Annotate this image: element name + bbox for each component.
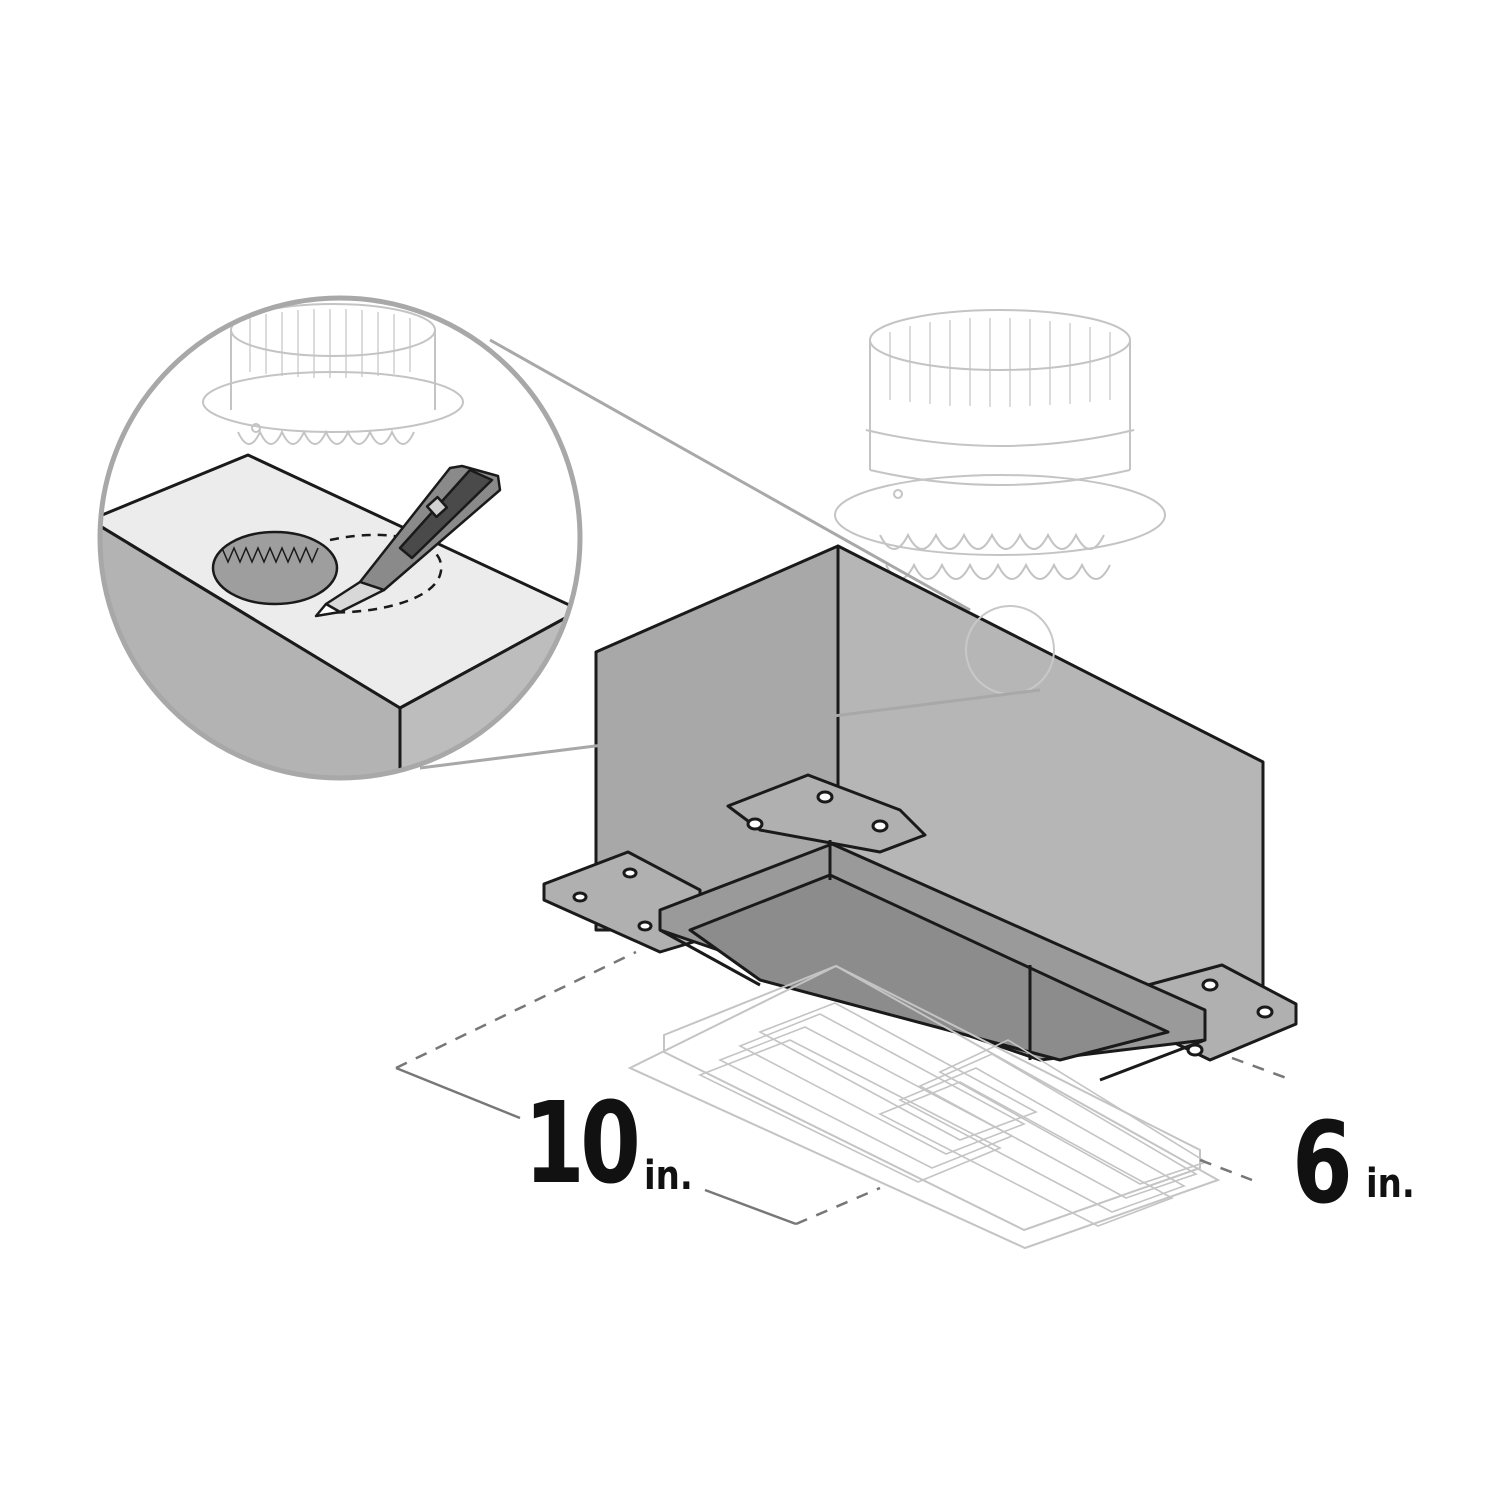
duct-collar-icon bbox=[834, 309, 1166, 580]
callout-lines bbox=[419, 338, 1041, 770]
dimension-leaders bbox=[395, 1066, 797, 1226]
length-value: 10 bbox=[524, 1079, 641, 1209]
utility-knife-icon bbox=[314, 464, 502, 618]
width-value: 6 bbox=[1292, 1099, 1353, 1229]
width-unit: in. bbox=[1366, 1161, 1415, 1207]
dimension-lines bbox=[395, 950, 1293, 1226]
mounting-brackets bbox=[542, 773, 1298, 1082]
zoom-detail-circle bbox=[97, 295, 583, 781]
length-unit: in. bbox=[644, 1153, 693, 1199]
